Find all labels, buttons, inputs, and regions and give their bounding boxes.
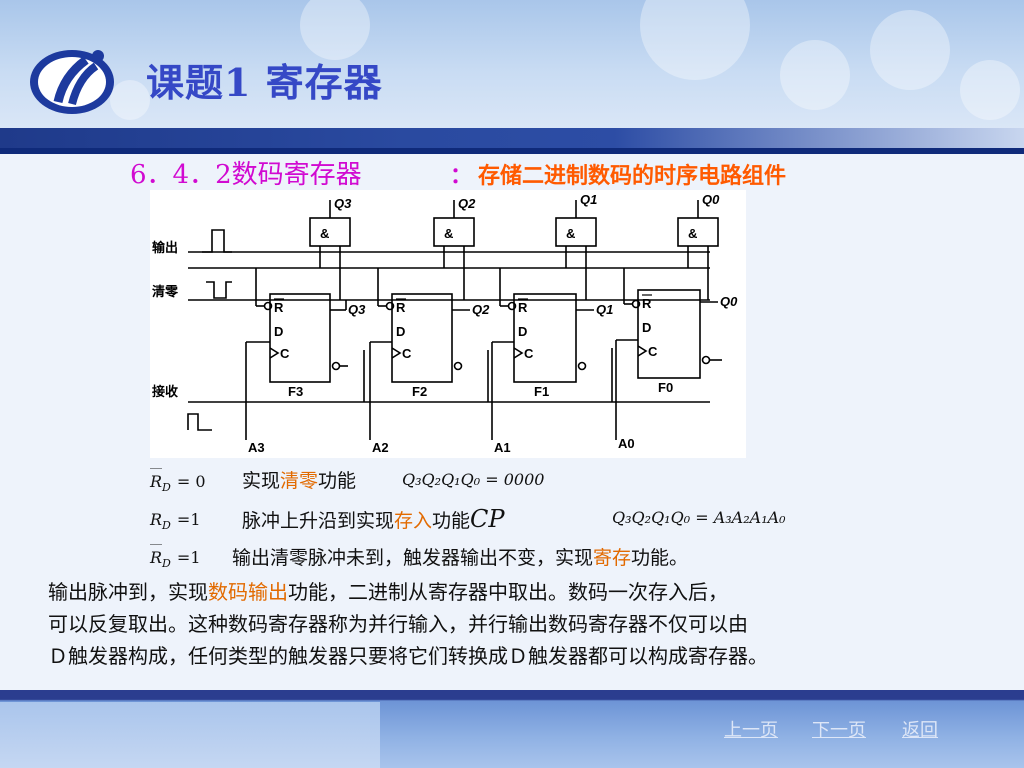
- rd-label-0: R: [642, 296, 652, 311]
- ff-label-3: F3: [288, 384, 303, 399]
- input-a3: A3: [248, 440, 265, 455]
- q-top-1: Q1: [580, 192, 597, 207]
- back-link[interactable]: 返回: [902, 720, 938, 741]
- q-side-1: Q1: [596, 302, 613, 317]
- line1-formula: Q₃Q₂Q₁Q₀ = 0000: [402, 470, 545, 489]
- q-top-3: Q3: [334, 196, 352, 211]
- input-a1: A1: [494, 440, 511, 455]
- header-stripe-dark: [0, 148, 1024, 154]
- line2-formula: Q₃Q₂Q₁Q₀ = A₃A₂A₁A₀: [612, 508, 786, 527]
- and-gate-0-label: &: [688, 226, 697, 241]
- c-label-0: C: [648, 344, 658, 359]
- q-top-0: Q0: [702, 192, 720, 207]
- footer-left-block: [0, 702, 380, 768]
- line2-text: 脉冲上升沿到实现存入功能CP: [242, 505, 505, 533]
- c-label-3: C: [280, 346, 290, 361]
- line1-text: 实现清零功能: [242, 470, 357, 492]
- stage-2: [363, 200, 475, 440]
- ff-label-0: F0: [658, 380, 673, 395]
- receive-label: 接收: [152, 384, 179, 399]
- stage-0: [611, 200, 722, 440]
- line3-text: 输出清零脉冲未到，触发器输出不变，实现寄存功能。: [232, 547, 689, 569]
- stage-1: [487, 200, 597, 440]
- ff-label-1: F1: [534, 384, 549, 399]
- rd-condition-3: RD‾‾ =1: [150, 542, 201, 571]
- rd-label-2: R: [396, 300, 406, 315]
- header-banner: [0, 0, 1024, 132]
- q-side-0: Q0: [720, 294, 738, 309]
- q-side-3: Q3: [348, 302, 366, 317]
- c-label-1: C: [524, 346, 534, 361]
- section-colon: ：: [450, 163, 473, 189]
- paragraph-line-1: 输出脉冲到，实现数码输出功能，二进制从寄存器中取出。数码一次存入后，: [48, 580, 728, 604]
- prev-page-link[interactable]: 上一页: [724, 720, 778, 741]
- d-label-0: D: [642, 320, 651, 335]
- input-a2: A2: [372, 440, 389, 455]
- d-label-2: D: [396, 324, 405, 339]
- and-gate-1-label: &: [566, 226, 575, 241]
- register-circuit-diagram: 输出 清零 接收 & & & & Q3 Q2 Q1 Q0 Q3 Q2 Q1 Q0…: [150, 190, 746, 458]
- q-side-2: Q2: [472, 302, 490, 317]
- paragraph-line-2: 可以反复取出。这种数码寄存器称为并行输入，并行输出数码寄存器不仅可以由: [48, 612, 748, 636]
- clear-label: 清零: [152, 284, 179, 299]
- output-label: 输出: [152, 240, 178, 255]
- next-page-link[interactable]: 下一页: [812, 720, 866, 741]
- and-gate-3-label: &: [320, 226, 329, 241]
- rd-condition-1: RD‾‾ = 0: [150, 466, 206, 495]
- rd-label-1: R: [518, 300, 528, 315]
- page-title: 课题1 寄存器: [146, 60, 383, 105]
- paragraph-line-3: Ｄ触发器构成，任何类型的触发器只要将它们转换成Ｄ触发器都可以构成寄存器。: [48, 644, 768, 668]
- rd-label-3: R: [274, 300, 284, 315]
- input-a0: A0: [618, 436, 635, 451]
- logo-icon: [30, 50, 114, 114]
- d-label-3: D: [274, 324, 283, 339]
- rd-condition-2: RD =1: [150, 510, 201, 533]
- and-gate-2-label: &: [444, 226, 453, 241]
- stage-3: [245, 200, 351, 440]
- footer-bar: [0, 690, 1024, 768]
- q-top-2: Q2: [458, 196, 476, 211]
- ff-label-2: F2: [412, 384, 427, 399]
- d-label-1: D: [518, 324, 527, 339]
- section-heading: 6．4．2数码寄存器: [130, 160, 362, 190]
- c-label-2: C: [402, 346, 412, 361]
- section-description: 存储二进制数码的时序电路组件: [478, 163, 787, 189]
